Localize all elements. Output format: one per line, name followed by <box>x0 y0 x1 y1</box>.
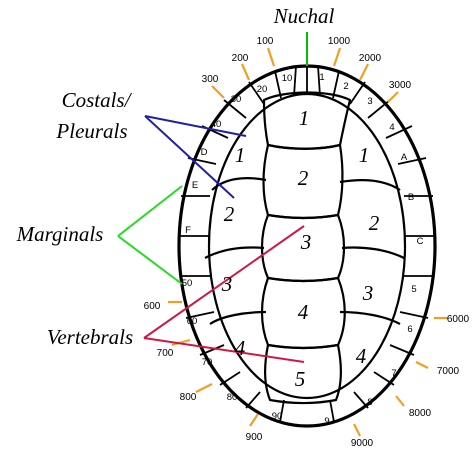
marginal-right-c: C <box>417 236 424 247</box>
right-costal-seams <box>339 179 405 325</box>
costal-left-3-label: 3 <box>221 272 233 296</box>
marginal-left-f: F <box>185 225 191 236</box>
marginal-left-80: 80 <box>227 392 238 403</box>
vertebral-5-label: 5 <box>295 367 306 391</box>
vertebral-seams <box>260 91 352 405</box>
code-3000: 3000 <box>389 80 412 91</box>
marginals-pointer <box>117 185 183 285</box>
code-700: 700 <box>157 348 174 359</box>
code-100: 100 <box>257 36 274 47</box>
marginal-right-6: 6 <box>407 324 412 335</box>
code-7000: 7000 <box>437 366 460 377</box>
costal-left-4-label: 4 <box>235 336 246 360</box>
marginal-seams <box>179 65 435 423</box>
vertebral-3-label: 3 <box>300 230 312 254</box>
costal-left-2-label: 2 <box>224 202 235 226</box>
marginal-right-b: B <box>408 192 414 203</box>
marginal-left-70: 70 <box>202 357 213 368</box>
code-9000: 9000 <box>351 438 374 449</box>
code-2000: 2000 <box>359 53 382 64</box>
code-600: 600 <box>144 301 161 312</box>
vertebrals-pointer <box>143 225 305 363</box>
marginal-right-1: 1 <box>319 72 324 83</box>
code-6000: 6000 <box>447 314 470 325</box>
marginals-label: Marginals <box>16 222 104 246</box>
marginal-left-60: 60 <box>187 316 198 327</box>
marginal-left-10: 10 <box>282 73 293 84</box>
code-800: 800 <box>180 392 197 403</box>
marginal-right-5: 5 <box>411 284 416 295</box>
code-ticks <box>168 47 448 437</box>
vertebral-1-label: 1 <box>299 106 310 130</box>
costal-right-1-label: 1 <box>359 143 370 167</box>
code-200: 200 <box>232 53 249 64</box>
costal-right-3-label: 3 <box>362 281 374 305</box>
costal-left-1-label: 1 <box>235 143 246 167</box>
marginal-left-20: 20 <box>257 84 268 95</box>
code-8000: 8000 <box>409 408 432 419</box>
left-costal-seams <box>204 177 267 325</box>
marginal-left-30: 30 <box>231 94 242 105</box>
vertebral-2-label: 2 <box>298 166 309 190</box>
code-900: 900 <box>246 432 263 443</box>
costal-right-4-label: 4 <box>356 344 367 368</box>
marginal-right-4: 4 <box>389 122 394 133</box>
marginal-right-8: 8 <box>367 397 372 408</box>
code-1000: 1000 <box>328 36 351 47</box>
vertebrals-label: Vertebrals <box>47 325 133 349</box>
marginal-right-a: A <box>401 152 408 163</box>
vertebral-4-label: 4 <box>298 300 309 324</box>
marginal-left-40: 40 <box>211 119 222 130</box>
marginal-left-d: D <box>201 147 208 158</box>
marginal-right-7: 7 <box>391 368 396 379</box>
costals-label: Costals/ <box>62 88 133 112</box>
costals-pointer <box>144 115 247 199</box>
marginal-right-2: 2 <box>343 81 348 92</box>
marginal-right-9: 9 <box>324 416 329 427</box>
marginal-right-3: 3 <box>367 96 372 107</box>
marginal-left-90: 90 <box>272 411 283 422</box>
code-300: 300 <box>202 74 219 85</box>
costal-right-2-label: 2 <box>369 211 380 235</box>
marginal-left-50: 50 <box>182 278 193 289</box>
pleurals-label: Pleurals <box>55 119 127 143</box>
marginal-left-e: E <box>192 180 198 191</box>
nuchal-label: Nuchal <box>273 4 335 28</box>
